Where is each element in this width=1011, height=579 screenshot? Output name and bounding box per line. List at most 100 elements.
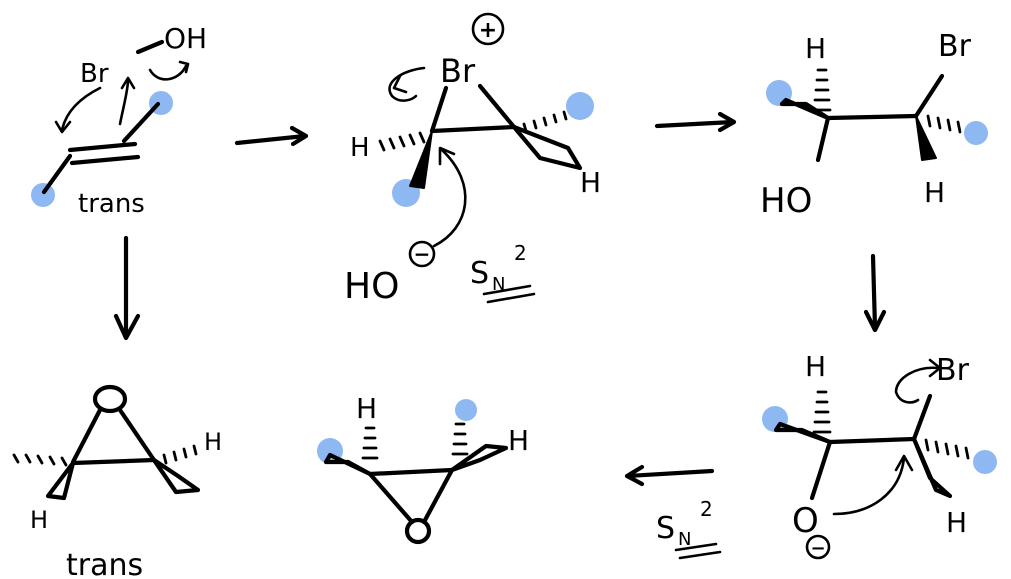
hash-bond bbox=[451, 422, 469, 456]
panel-alkoxide: H O − Br H bbox=[762, 350, 997, 560]
ring-bond bbox=[117, 407, 157, 463]
wedge-bond bbox=[915, 115, 937, 161]
wedge-bond bbox=[511, 124, 583, 171]
arrowhead bbox=[392, 74, 408, 94]
hash-bond bbox=[926, 114, 962, 134]
reaction-arrow bbox=[234, 133, 308, 146]
c-o-bond bbox=[815, 115, 831, 163]
h-label: H bbox=[946, 506, 967, 539]
panel-bromohydrin: H HO Br H bbox=[760, 29, 988, 221]
sn2-label: S N 2 bbox=[656, 497, 722, 560]
wedge-bond bbox=[45, 460, 76, 501]
arrow-panel1-to-panel2 bbox=[234, 125, 309, 147]
negative-charge-circle bbox=[805, 534, 831, 560]
curved-arrow bbox=[388, 66, 426, 102]
highlight-dot bbox=[31, 183, 55, 207]
ring-bond bbox=[477, 83, 517, 130]
h-label: H bbox=[508, 424, 529, 457]
arrowhead bbox=[178, 60, 190, 74]
ring-bond bbox=[429, 85, 449, 134]
reaction-arrow bbox=[870, 253, 878, 331]
wedge-bond bbox=[773, 421, 833, 445]
panel-alkene: Br OH trans bbox=[31, 22, 207, 219]
svg-text:2: 2 bbox=[514, 241, 527, 265]
substituent-bond bbox=[41, 153, 73, 195]
ho-label: HO bbox=[344, 266, 399, 307]
negative-charge: − bbox=[414, 242, 431, 266]
curved-arrow bbox=[894, 366, 940, 404]
c-br-bond bbox=[913, 73, 945, 119]
reaction-arrow bbox=[654, 119, 736, 129]
ring-bond bbox=[367, 471, 415, 525]
curved-arrow bbox=[832, 456, 906, 516]
c-c-bond bbox=[825, 113, 919, 121]
h-label: H bbox=[204, 428, 222, 456]
negative-charge-circle bbox=[408, 240, 436, 268]
hash-bond bbox=[522, 110, 568, 133]
ring-bond bbox=[70, 457, 157, 466]
arrow-panel6-to-panel5 bbox=[624, 464, 715, 487]
arrowhead bbox=[54, 120, 72, 134]
svg-text:S: S bbox=[470, 256, 489, 291]
negative-charge: − bbox=[810, 538, 825, 559]
c-o-bond bbox=[809, 439, 833, 501]
arrowhead bbox=[113, 313, 141, 341]
trans-label: trans bbox=[66, 548, 143, 579]
arrowhead bbox=[928, 358, 942, 378]
curved-arrow bbox=[148, 64, 188, 81]
svg-text:N: N bbox=[678, 529, 691, 550]
curved-arrow bbox=[60, 86, 102, 132]
oh-label: OH bbox=[164, 22, 207, 55]
br-label: Br bbox=[440, 52, 476, 90]
h-label: H bbox=[580, 166, 601, 199]
oxygen-atom bbox=[92, 384, 128, 414]
oxygen-atom bbox=[404, 517, 432, 545]
c-br-bond bbox=[911, 393, 933, 442]
trans-label: trans bbox=[78, 189, 145, 219]
h-label: H bbox=[356, 392, 377, 425]
wedge-bond bbox=[323, 452, 373, 477]
svg-text:2: 2 bbox=[700, 497, 713, 521]
highlight-dot bbox=[964, 121, 988, 145]
arrowhead bbox=[120, 76, 136, 90]
ring-bond bbox=[421, 467, 455, 525]
double-bond-line bbox=[69, 154, 141, 166]
panel-bromonium: + Br H H HO − S N bbox=[344, 12, 601, 307]
br-label: Br bbox=[938, 29, 972, 64]
arrowhead bbox=[624, 464, 645, 487]
wedge-bond bbox=[409, 130, 433, 189]
hash-bond bbox=[12, 453, 68, 467]
ring-bond bbox=[70, 407, 103, 465]
o-label: O bbox=[792, 501, 819, 541]
h-label: H bbox=[350, 133, 370, 163]
positive-charge: + bbox=[479, 18, 497, 43]
sn2-label: S N 2 bbox=[470, 241, 536, 304]
wedge-bond bbox=[911, 436, 953, 499]
arrow-panel3-down bbox=[863, 253, 887, 333]
h-label: H bbox=[805, 350, 826, 383]
highlight-dot bbox=[455, 399, 477, 421]
reaction-arrow bbox=[625, 468, 715, 479]
arrowhead bbox=[863, 309, 887, 333]
panel-trans-epoxide: H H trans bbox=[12, 384, 222, 579]
arrowhead bbox=[717, 111, 737, 133]
h-label: H bbox=[30, 506, 48, 534]
highlight-dot bbox=[566, 92, 594, 120]
hash-bond bbox=[361, 426, 379, 460]
wedge-bond bbox=[449, 443, 509, 473]
hash-bond bbox=[812, 390, 832, 434]
br-o-bond bbox=[135, 39, 165, 55]
hash-bond bbox=[924, 438, 970, 460]
hash-bond bbox=[812, 68, 832, 112]
hash-bond bbox=[378, 131, 426, 152]
panel-epoxide-product: H H bbox=[317, 392, 529, 545]
br-label: Br bbox=[80, 59, 109, 89]
curved-arrow bbox=[118, 78, 130, 126]
arrowhead bbox=[894, 454, 914, 472]
double-bond-line bbox=[67, 141, 138, 153]
highlight-dot bbox=[973, 450, 997, 474]
positive-charge-circle bbox=[471, 12, 505, 46]
br-label: Br bbox=[936, 353, 970, 388]
arrowhead bbox=[438, 146, 456, 166]
